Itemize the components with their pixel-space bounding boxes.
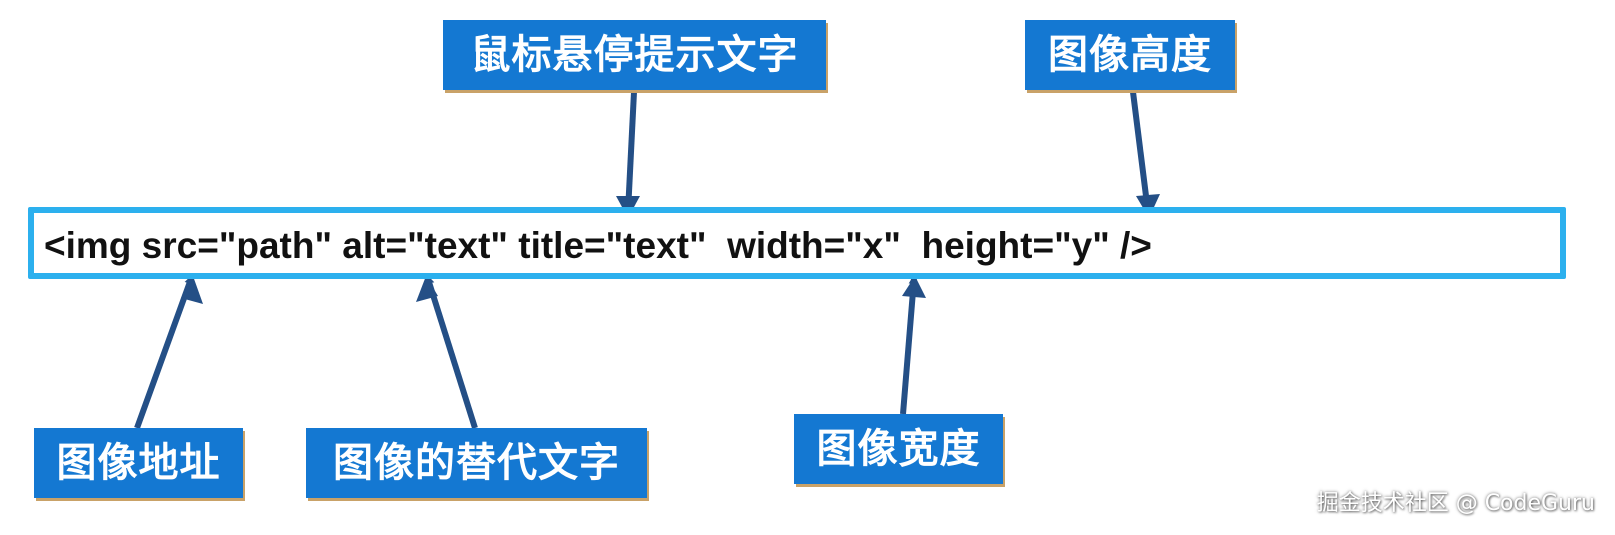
arrowhead-src: [181, 276, 203, 304]
arrow-alt: [424, 274, 478, 429]
label-src-text: 图像地址: [56, 440, 221, 486]
arrow-width: [900, 274, 919, 415]
label-src: 图像地址: [34, 428, 243, 498]
arrow-title: [623, 91, 637, 217]
label-alt-text: 图像的替代文字: [333, 440, 620, 486]
arrowhead-height: [1136, 194, 1160, 218]
label-width: 图像宽度: [794, 414, 1003, 484]
img-tag-code: <img src="path" alt="text" title="text" …: [44, 225, 1152, 266]
watermark: 掘金技术社区 @ CodeGuru: [1316, 491, 1595, 516]
arrowhead-width: [902, 276, 926, 298]
label-title: 鼠标悬停提示文字: [443, 20, 826, 90]
label-alt: 图像的替代文字: [306, 428, 647, 498]
label-height-text: 图像高度: [1048, 32, 1212, 78]
code-box: [28, 207, 1566, 279]
label-width-text: 图像宽度: [816, 426, 981, 472]
arrow-height: [1130, 91, 1153, 217]
label-height: 图像高度: [1025, 20, 1235, 90]
arrow-src: [134, 274, 194, 430]
label-title-text: 鼠标悬停提示文字: [470, 32, 799, 78]
arrowhead-alt: [416, 276, 438, 302]
